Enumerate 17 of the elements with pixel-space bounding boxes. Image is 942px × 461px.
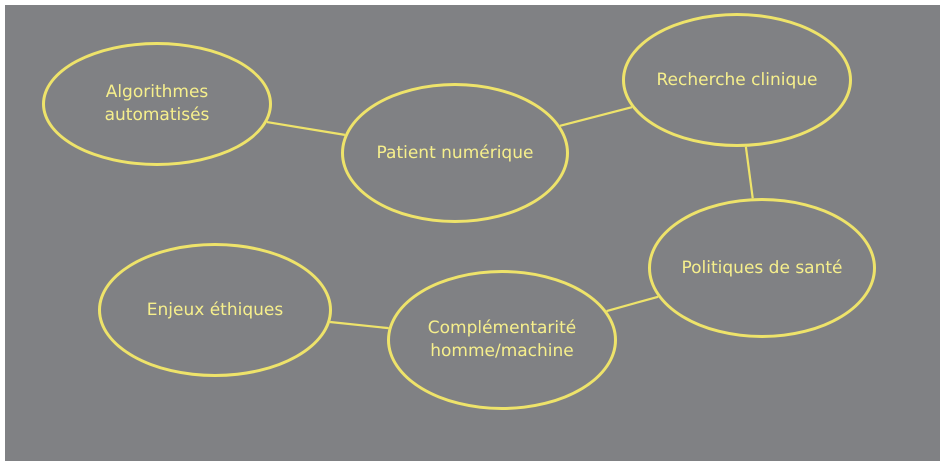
topic-label: Enjeux éthiques — [146, 298, 284, 322]
topic-label: Politiques de santé — [682, 256, 842, 280]
topic-label: Patient numérique — [376, 142, 534, 164]
topic-label: Algorithmes automatisés — [104, 81, 210, 127]
topic-label: Recherche clinique — [656, 68, 818, 92]
connector-line — [744, 146, 754, 198]
topic-ellipse — [387, 270, 617, 410]
connector-line — [330, 320, 389, 330]
connector-line — [606, 296, 658, 312]
topic-ellipse — [622, 13, 852, 147]
topic-label: Complémentarité homme/machine — [426, 317, 578, 363]
topic-ellipse — [341, 83, 569, 223]
connector-line — [560, 106, 632, 127]
topic-ellipse — [42, 42, 272, 166]
connector-line — [266, 121, 346, 136]
topic-ellipse — [98, 243, 332, 377]
topic-ellipse — [648, 198, 876, 338]
